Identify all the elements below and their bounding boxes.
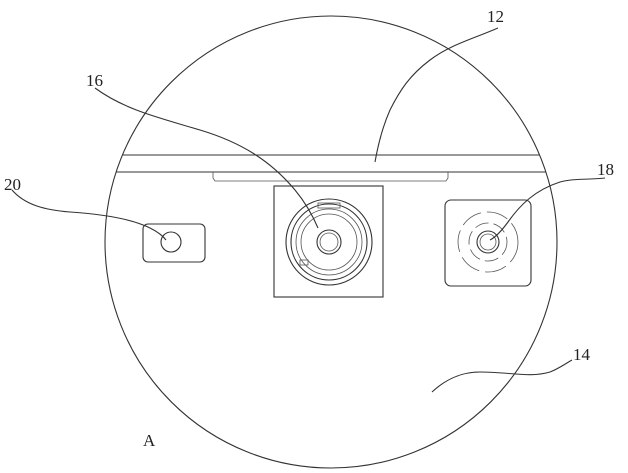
main-camera-module	[273, 185, 384, 298]
detail-circle	[104, 15, 558, 469]
leader-line-14	[431, 359, 573, 393]
label-14: 14	[573, 345, 591, 364]
sensor-module	[444, 199, 532, 287]
small-lens-module	[142, 223, 206, 263]
label-20: 20	[4, 175, 21, 194]
label-12: 12	[487, 7, 504, 26]
leader-line-12	[374, 27, 499, 163]
label-view-a: A	[143, 431, 156, 450]
rail-step	[212, 172, 449, 182]
label-18: 18	[597, 160, 614, 179]
leader-line-18	[489, 177, 606, 241]
leader-line-20	[11, 189, 167, 241]
rail-strip	[105, 154, 557, 173]
leader-line-16	[94, 87, 319, 229]
label-16: 16	[86, 71, 103, 90]
